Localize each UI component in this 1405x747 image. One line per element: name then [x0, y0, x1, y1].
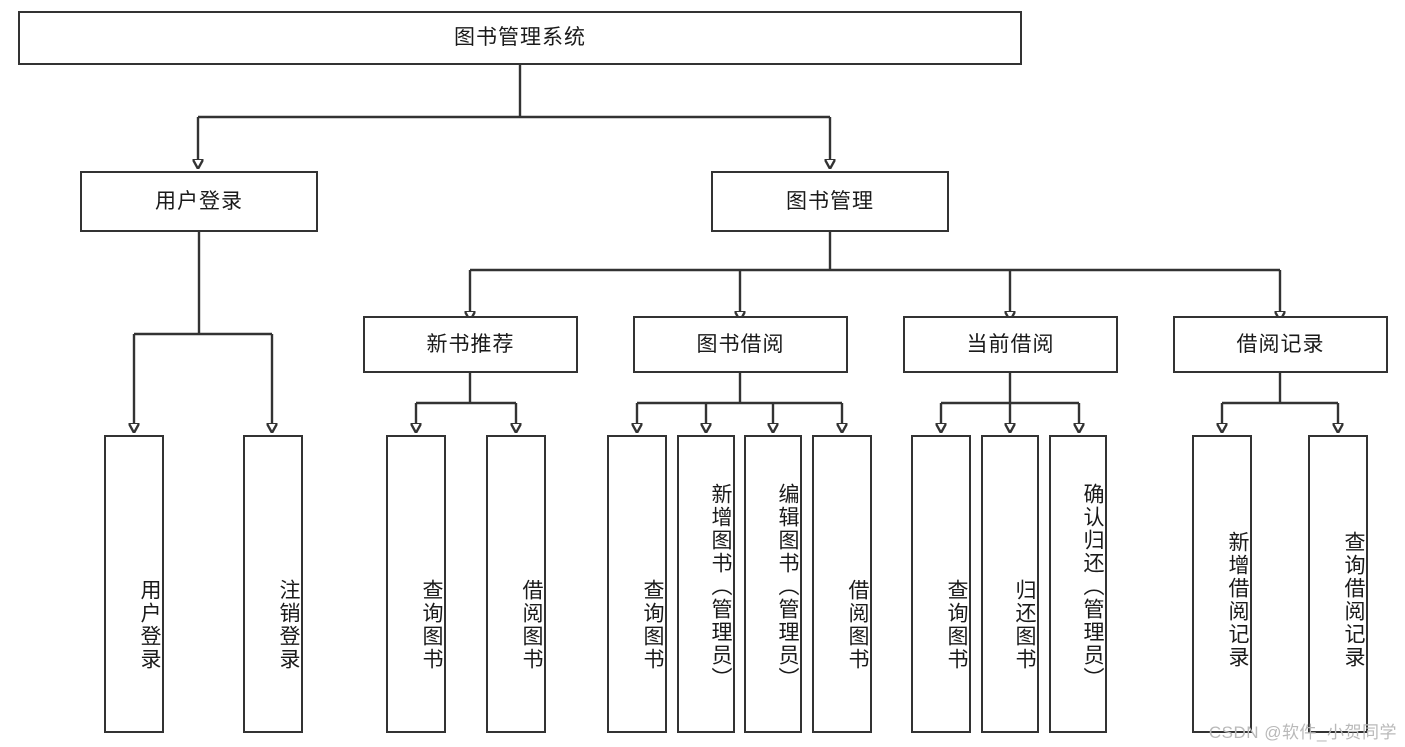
node-leaf6-label: 新增图书（管理员）: [709, 482, 732, 690]
node-leaf4-label: 借阅图书: [520, 579, 543, 671]
node-leaf5-label: 查询图书: [641, 579, 664, 671]
node-current[interactable]: 当前借阅: [903, 316, 1118, 373]
node-leaf12-label: 新增借阅记录: [1226, 531, 1249, 669]
node-leaf4[interactable]: 借阅图书: [486, 435, 546, 733]
node-leaf11-label: 确认归还（管理员）: [1081, 482, 1104, 690]
node-current-label: 当前借阅: [966, 332, 1055, 356]
node-newbook-label: 新书推荐: [426, 332, 515, 356]
node-newbook[interactable]: 新书推荐: [363, 316, 578, 373]
node-record-label: 借阅记录: [1236, 332, 1325, 356]
node-leaf1-label: 用户登录: [138, 579, 161, 671]
node-leaf9-label: 查询图书: [945, 579, 968, 671]
node-leaf1[interactable]: 用户登录: [104, 435, 164, 733]
node-leaf11[interactable]: 确认归还（管理员）: [1049, 435, 1107, 733]
node-leaf13-label: 查询借阅记录: [1342, 531, 1365, 669]
node-login[interactable]: 用户登录: [80, 171, 318, 232]
node-login-label: 用户登录: [155, 189, 243, 213]
node-root[interactable]: 图书管理系统: [18, 11, 1022, 65]
node-leaf10[interactable]: 归还图书: [981, 435, 1039, 733]
node-leaf6[interactable]: 新增图书（管理员）: [677, 435, 735, 733]
node-leaf5[interactable]: 查询图书: [607, 435, 667, 733]
node-record[interactable]: 借阅记录: [1173, 316, 1388, 373]
node-leaf3-label: 查询图书: [420, 579, 443, 671]
node-leaf12[interactable]: 新增借阅记录: [1192, 435, 1252, 733]
node-bookmgmt-label: 图书管理: [786, 189, 874, 213]
node-leaf2[interactable]: 注销登录: [243, 435, 303, 733]
node-leaf8-label: 借阅图书: [846, 579, 869, 671]
node-leaf10-label: 归还图书: [1013, 579, 1036, 671]
node-leaf3[interactable]: 查询图书: [386, 435, 446, 733]
node-leaf2-label: 注销登录: [277, 579, 300, 671]
node-leaf13[interactable]: 查询借阅记录: [1308, 435, 1368, 733]
node-bookmgmt[interactable]: 图书管理: [711, 171, 949, 232]
watermark: CSDN @软件_小贺同学: [1208, 723, 1397, 742]
node-root-label: 图书管理系统: [454, 26, 586, 50]
node-leaf7-label: 编辑图书（管理员）: [776, 482, 799, 690]
node-leaf8[interactable]: 借阅图书: [812, 435, 872, 733]
node-leaf7[interactable]: 编辑图书（管理员）: [744, 435, 802, 733]
node-leaf9[interactable]: 查询图书: [911, 435, 971, 733]
node-borrow[interactable]: 图书借阅: [633, 316, 848, 373]
node-borrow-label: 图书借阅: [696, 332, 785, 356]
